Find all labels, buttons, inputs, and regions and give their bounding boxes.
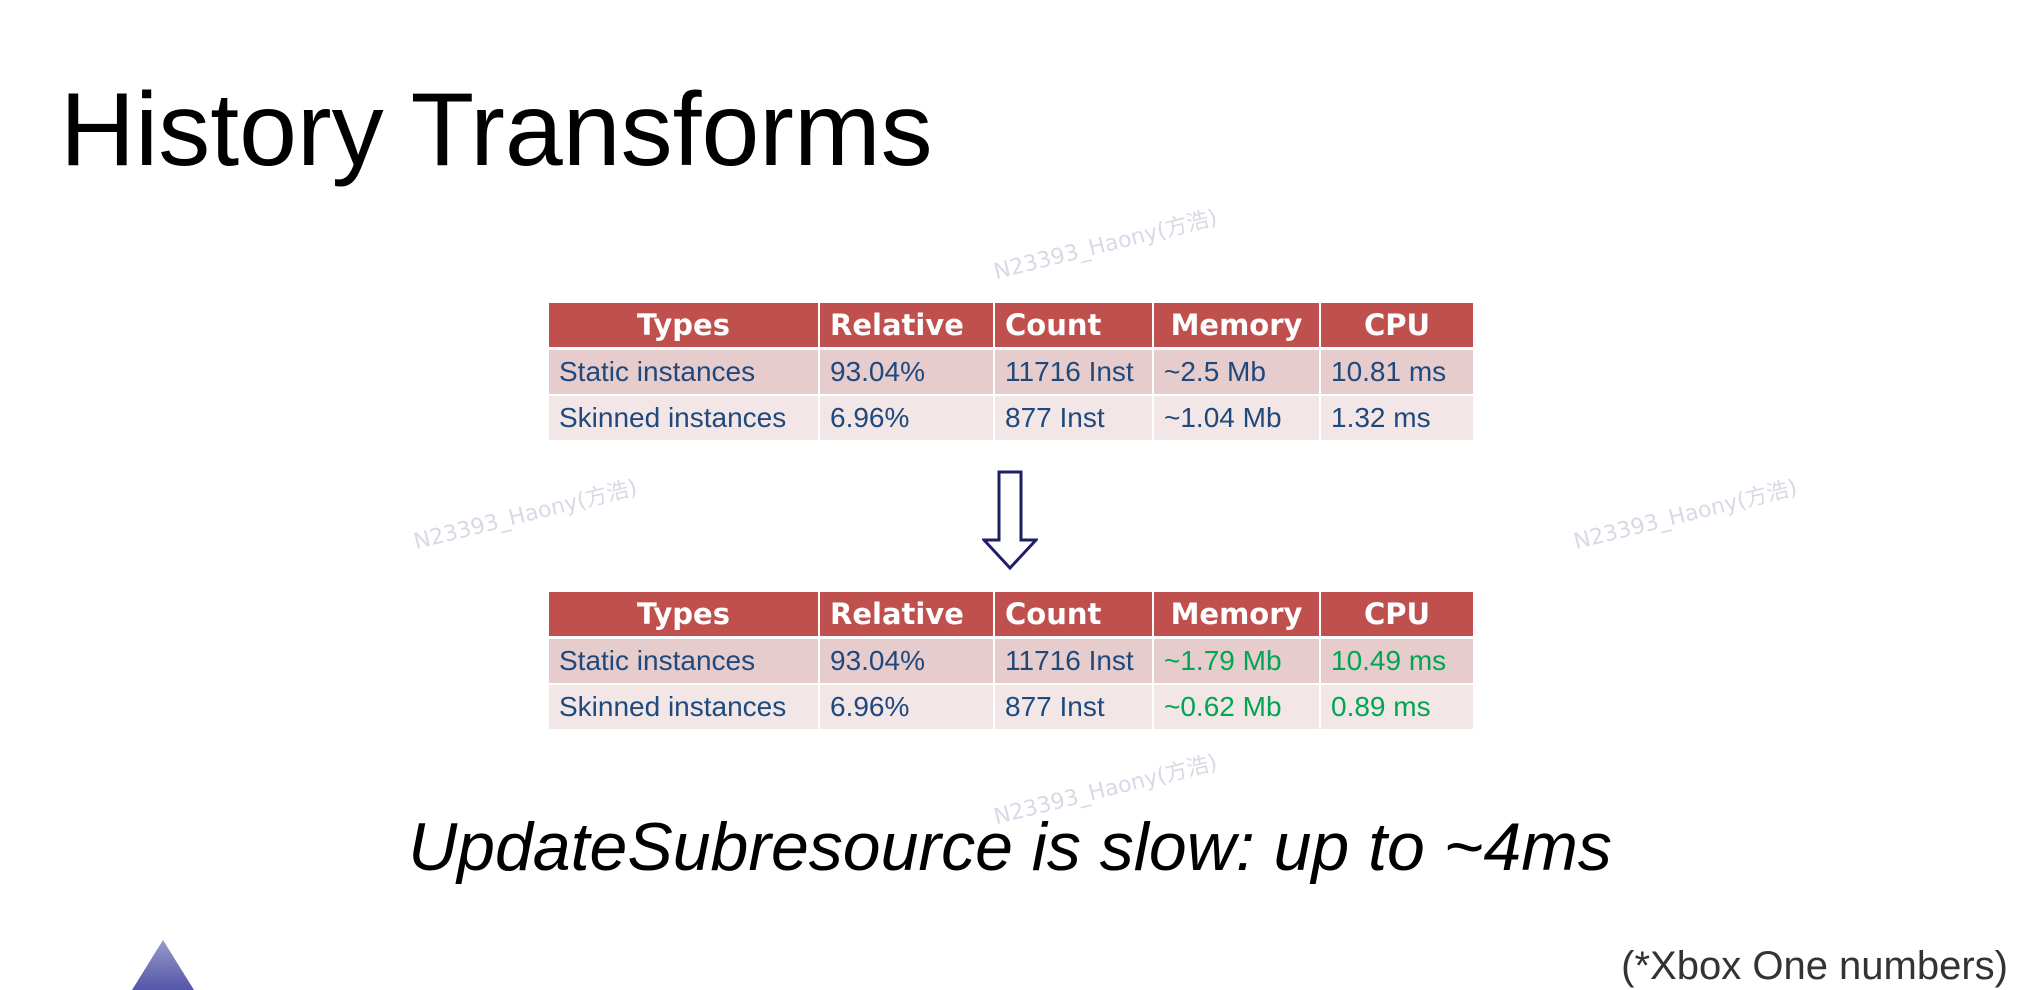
header-count: Count: [994, 592, 1154, 639]
header-types: Types: [549, 303, 820, 350]
header-types: Types: [549, 592, 820, 639]
header-cpu: CPU: [1320, 303, 1473, 350]
cell-type: Static instances: [549, 348, 820, 396]
cell-count: 11716 Inst: [994, 637, 1154, 685]
header-relative: Relative: [819, 303, 995, 350]
header-cpu: CPU: [1320, 592, 1473, 639]
watermark: N23393_Haony(方浩): [411, 475, 640, 556]
table-row: Static instances 93.04% 11716 Inst ~2.5 …: [549, 348, 1473, 396]
cell-cpu: 10.81 ms: [1320, 348, 1473, 396]
cell-count: 877 Inst: [994, 395, 1154, 442]
cell-memory: ~0.62 Mb: [1153, 684, 1321, 731]
watermark: N23393_Haony(方浩): [991, 205, 1220, 286]
cell-type: Skinned instances: [549, 684, 820, 731]
table-row: Skinned instances 6.96% 877 Inst ~1.04 M…: [549, 395, 1473, 442]
cell-memory: ~1.79 Mb: [1153, 637, 1321, 685]
cell-cpu: 0.89 ms: [1320, 684, 1473, 731]
slide-title: History Transforms: [60, 72, 933, 188]
cell-memory: ~2.5 Mb: [1153, 348, 1321, 396]
cell-count: 11716 Inst: [994, 348, 1154, 396]
cell-type: Skinned instances: [549, 395, 820, 442]
cell-relative: 6.96%: [819, 684, 995, 731]
table-header-row: Types Relative Count Memory CPU: [549, 592, 1473, 639]
header-count: Count: [994, 303, 1154, 350]
cell-relative: 93.04%: [819, 637, 995, 685]
cell-cpu: 1.32 ms: [1320, 395, 1473, 442]
footnote: (*Xbox One numbers): [1621, 944, 2008, 988]
cell-memory: ~1.04 Mb: [1153, 395, 1321, 442]
table-header-row: Types Relative Count Memory CPU: [549, 303, 1473, 350]
cell-relative: 6.96%: [819, 395, 995, 442]
after-stats-table: Types Relative Count Memory CPU Static i…: [549, 592, 1473, 731]
table-row: Static instances 93.04% 11716 Inst ~1.79…: [549, 637, 1473, 685]
down-arrow-icon: [982, 470, 1038, 570]
before-stats-table: Types Relative Count Memory CPU Static i…: [549, 303, 1473, 442]
header-memory: Memory: [1153, 303, 1321, 350]
header-memory: Memory: [1153, 592, 1321, 639]
table-row: Skinned instances 6.96% 877 Inst ~0.62 M…: [549, 684, 1473, 731]
watermark: N23393_Haony(方浩): [1571, 475, 1800, 556]
triangle-logo-icon: [132, 940, 194, 990]
performance-note: UpdateSubresource is slow: up to ~4ms: [408, 809, 1612, 885]
cell-type: Static instances: [549, 637, 820, 685]
cell-relative: 93.04%: [819, 348, 995, 396]
header-relative: Relative: [819, 592, 995, 639]
cell-count: 877 Inst: [994, 684, 1154, 731]
cell-cpu: 10.49 ms: [1320, 637, 1473, 685]
